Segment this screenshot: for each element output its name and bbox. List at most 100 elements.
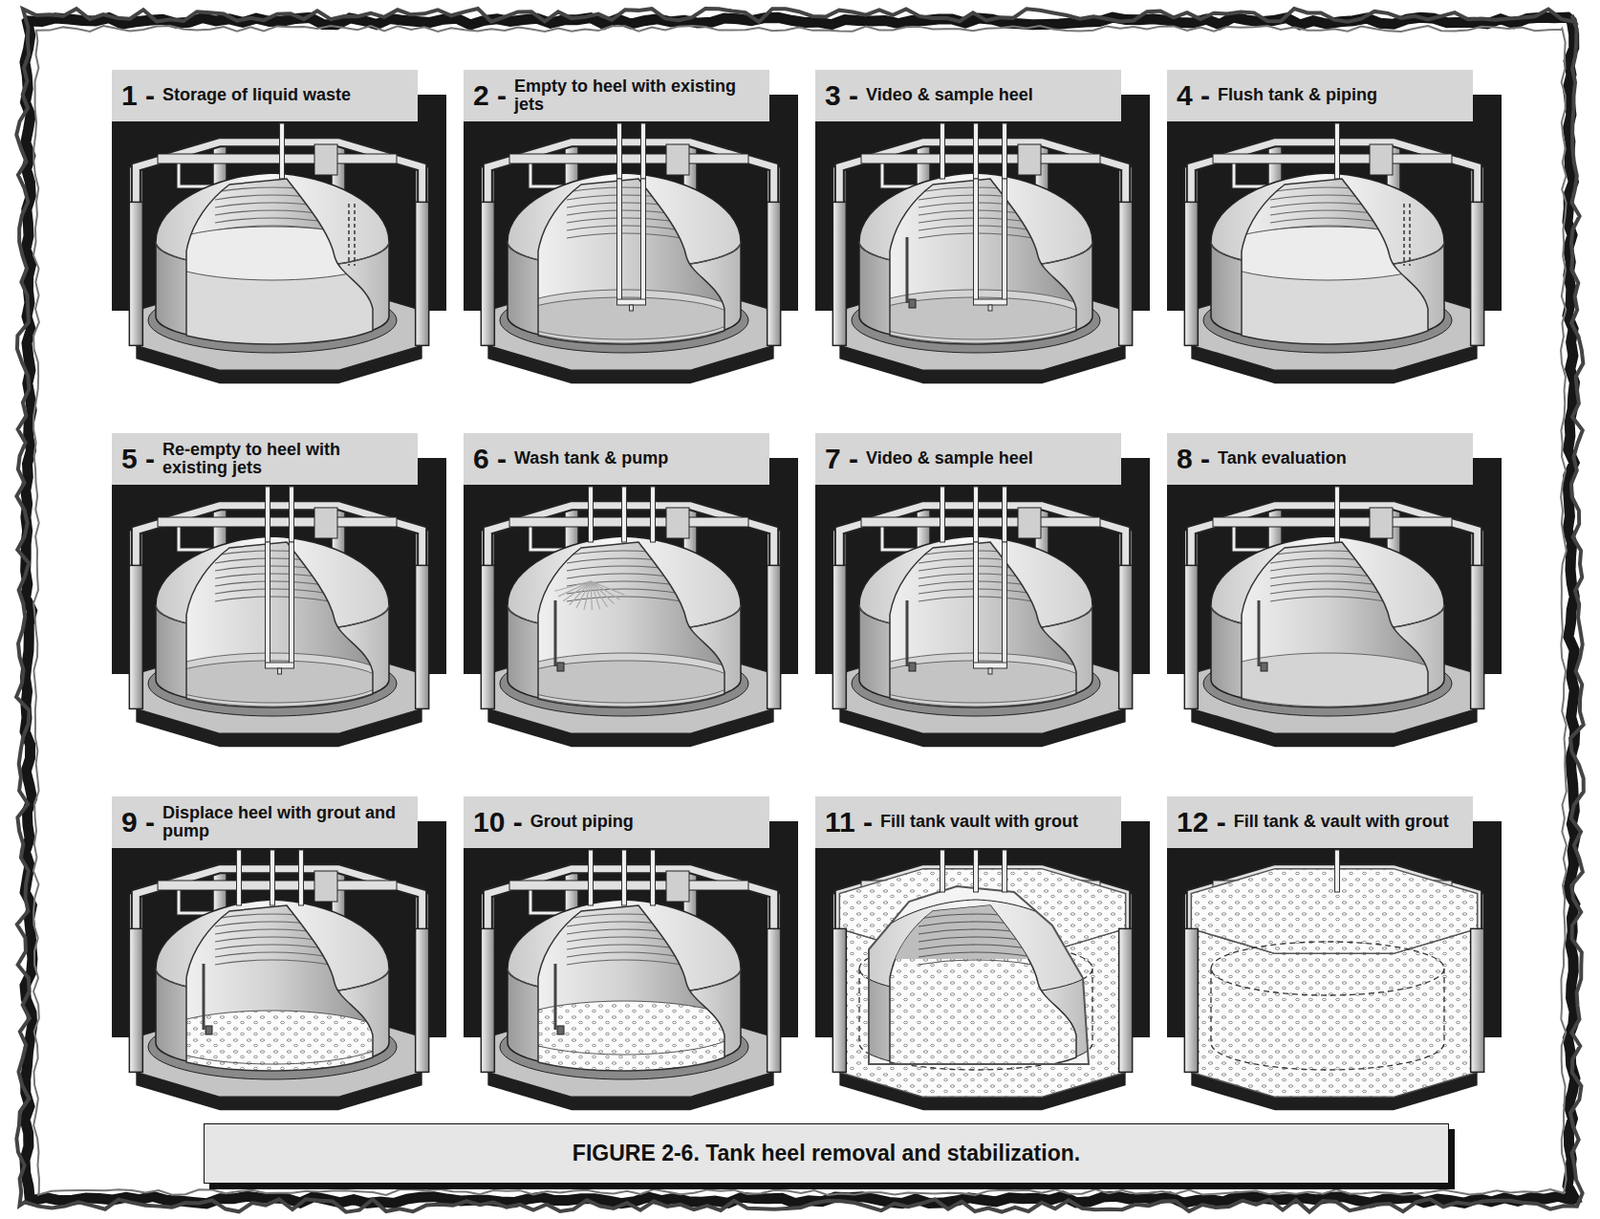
step-header: 9 -Displace heel with grout and pump (111, 796, 418, 848)
vault-pillar (767, 201, 781, 346)
interior-wall (155, 528, 390, 718)
dome-rib (215, 565, 330, 571)
cut-edge (538, 178, 725, 345)
frame-stroke (24, 17, 1576, 1204)
step-header: 2 -Empty to heel with existing jets (463, 69, 770, 122)
step-label: Tank evaluation (1217, 449, 1464, 468)
step-label: Re-empty to heel with existing jets (162, 440, 409, 478)
valve-box (666, 507, 690, 539)
step-header: 3 -Video & sample heel (815, 69, 1122, 122)
step-label: Wash tank & pump (514, 449, 760, 468)
dome-rib (1270, 194, 1385, 200)
vault-pillar (415, 564, 430, 709)
spray (590, 581, 615, 605)
dome-rib (566, 217, 682, 223)
cut-edge (186, 905, 373, 1071)
step-panel: 4 -Flush tank & piping (1167, 69, 1502, 390)
tank-interior (155, 891, 390, 1114)
valve-box (314, 870, 338, 902)
tank-outline (1210, 941, 1445, 1070)
riser-pipe (617, 123, 623, 179)
step-panel: 7 -Video & sample heel (815, 432, 1150, 754)
camera-pole (554, 600, 558, 667)
heel (515, 660, 734, 703)
dome-rib (918, 936, 1034, 942)
dome-rib (215, 913, 330, 919)
jet-bottom (265, 662, 295, 669)
valve-box (314, 507, 338, 539)
step-number: 4 - (1176, 81, 1211, 110)
valve-box (314, 144, 338, 175)
riser-pipe (1002, 849, 1008, 892)
step-number: 2 - (473, 81, 507, 110)
dome-rib (1270, 550, 1385, 556)
vault-pillar (1184, 564, 1198, 709)
interior-wall (507, 165, 741, 355)
manifold-pipe (1212, 153, 1452, 164)
step-panel: 2 -Empty to heel with existing jets (463, 69, 799, 390)
riser-pipe (940, 123, 946, 179)
dome-rib (215, 187, 330, 193)
vault-pillar (767, 564, 781, 709)
dome-rib (566, 202, 682, 208)
step-number: 10 - (473, 807, 523, 837)
spray (576, 581, 591, 608)
vault-pillar (1119, 928, 1133, 1072)
dome-rib (918, 944, 1034, 950)
step-panel: 10 -Grout piping (463, 796, 799, 1117)
riser-pipe (940, 849, 946, 892)
step-header: 1 -Storage of liquid waste (111, 69, 418, 122)
camera-pole (202, 963, 206, 1030)
dome-rib (215, 951, 330, 957)
riser-pipe (270, 849, 276, 906)
dome-rib (1270, 558, 1385, 563)
tank-interior (1210, 528, 1445, 718)
cut-edge (538, 541, 725, 708)
tank-floor (507, 289, 741, 344)
jet-pipe (641, 178, 647, 303)
step-label: Fill tank vault with grout (880, 812, 1112, 831)
interior-wall (859, 165, 1093, 355)
caption-box: FIGURE 2-6. Tank heel removal and stabil… (203, 1123, 1449, 1184)
step-number: 3 - (824, 81, 859, 110)
riser-pipe (588, 849, 594, 906)
step-header: 7 -Video & sample heel (815, 432, 1122, 485)
camera (557, 662, 564, 671)
step-header: 4 -Flush tank & piping (1167, 69, 1473, 122)
vault-pillar (832, 201, 846, 346)
dome-rib (566, 959, 682, 965)
step-number: 12 - (1176, 807, 1227, 837)
dome-rib (215, 194, 330, 200)
dome-rib (566, 225, 682, 231)
dome-rib (1270, 565, 1385, 571)
interior-wall (859, 528, 1093, 718)
vault-opening (815, 796, 1150, 1117)
dome-rib (215, 558, 330, 563)
jet-pipe (1002, 178, 1008, 303)
riser-pipe (1002, 486, 1008, 542)
interior-wall (1210, 528, 1445, 718)
manifold-pipe (509, 153, 749, 164)
grout-surface (155, 1010, 390, 1064)
pump-hidden (353, 203, 356, 266)
step-number: 6 - (473, 444, 507, 474)
vault-pillar (415, 928, 430, 1072)
step-panel: 5 -Re-empty to heel with existing jets (111, 432, 447, 754)
riser-pipe (973, 486, 979, 542)
riser-pipe (265, 486, 271, 542)
heel (515, 297, 734, 340)
dome-rib (215, 944, 330, 950)
dome-rib (566, 951, 682, 957)
step-panel: 6 - Wash tank & pump (463, 432, 799, 754)
jet-nozzle (988, 668, 993, 674)
dome-rib (566, 565, 682, 571)
tank-interior (859, 165, 1093, 355)
dome-rib (566, 921, 682, 927)
camera-pole (554, 963, 558, 1030)
pump-hidden (1403, 203, 1406, 266)
camera (908, 662, 916, 671)
step-header: 5 -Re-empty to heel with existing jets (111, 432, 418, 485)
manifold-pipe (157, 517, 397, 527)
cut-edge (1241, 178, 1428, 345)
